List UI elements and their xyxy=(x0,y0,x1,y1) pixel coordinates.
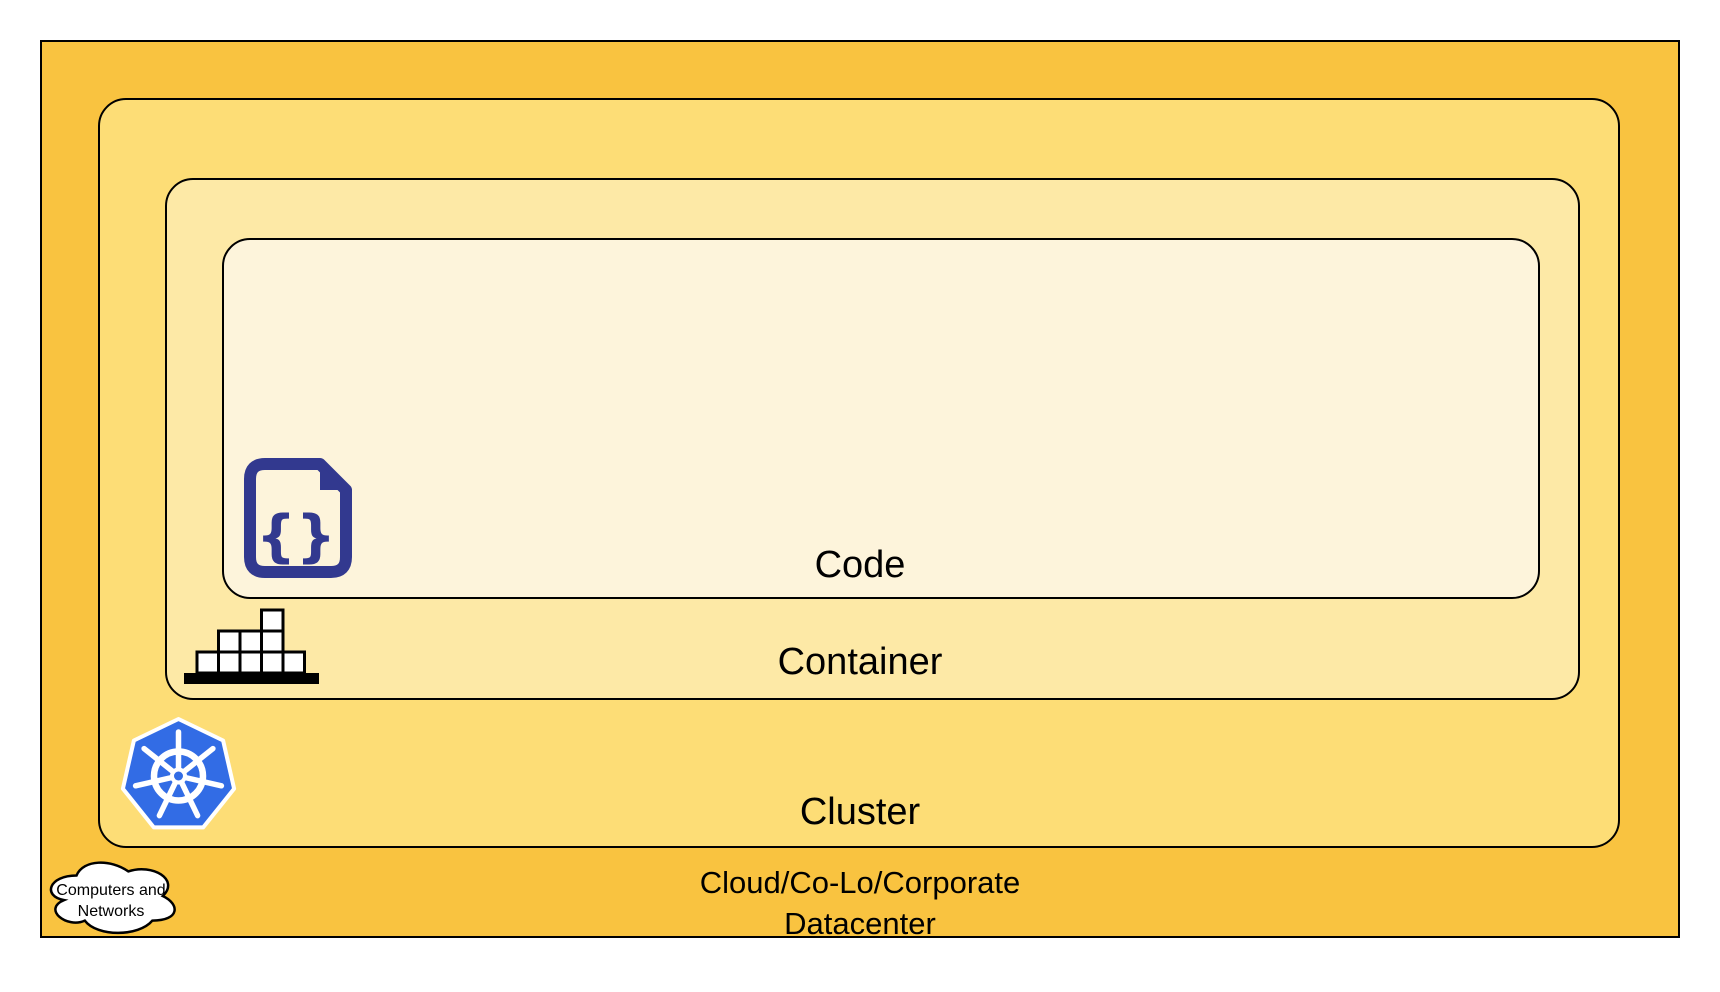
cloud-label-line2: Networks xyxy=(77,903,145,920)
kubernetes-wheel-hub-center xyxy=(174,771,183,781)
diagram: Code Container Cluster Cloud/Co-Lo/Corpo… xyxy=(40,40,1680,941)
datacenter-label-line1: Cloud/Co-Lo/Corporate xyxy=(699,865,1021,900)
layer-cluster-label: Cluster xyxy=(799,791,921,833)
code-file-outline xyxy=(244,458,352,578)
cloud-icon-label: Computers and Networks xyxy=(40,853,182,939)
kubernetes-icon xyxy=(120,717,237,830)
layer-code-box xyxy=(222,238,1540,599)
cloud-icon xyxy=(49,861,176,935)
container-stack-icon xyxy=(184,608,319,684)
container-base-bar xyxy=(184,673,319,684)
container-blocks xyxy=(195,608,306,675)
layer-container-label: Container xyxy=(777,641,943,683)
layer-code-label: Code xyxy=(814,544,906,586)
cloud-label-line1: Computers and xyxy=(56,882,166,899)
cloud-shape xyxy=(49,861,176,935)
kubernetes-wheel-ring xyxy=(150,748,207,804)
code-file-icon: {} xyxy=(244,458,352,578)
datacenter-label-line2: Datacenter xyxy=(784,906,936,941)
code-braces-glyph: {} xyxy=(256,504,336,569)
code-file-fold xyxy=(320,464,346,490)
cloud-icon-group: Computers and Networks xyxy=(40,853,182,939)
